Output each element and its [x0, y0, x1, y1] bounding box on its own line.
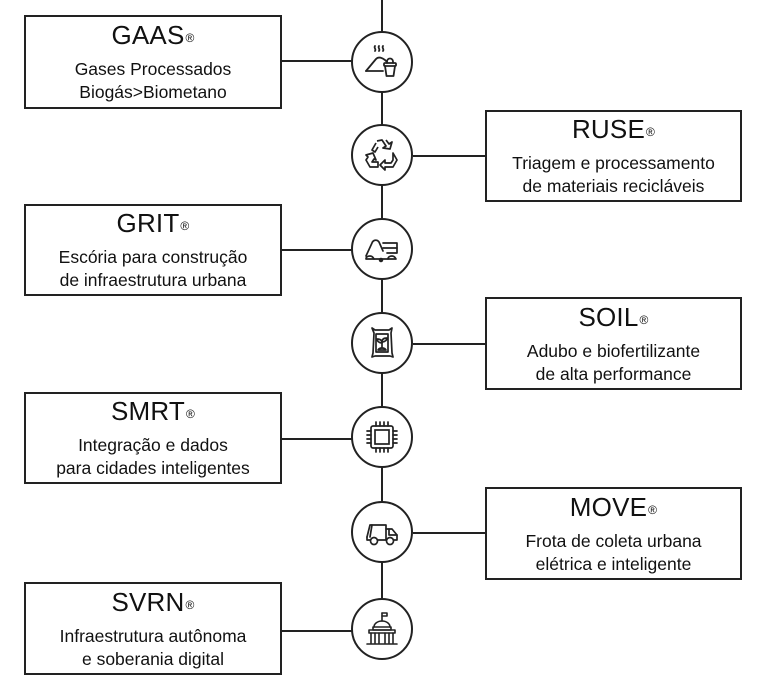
connector-soil: [413, 343, 485, 345]
description-line: para cidades inteligentes: [56, 458, 250, 478]
description-line: e soberania digital: [81, 648, 225, 669]
garbage-truck-icon: [366, 524, 398, 546]
description-line: Biogás>Biometano: [79, 82, 227, 102]
microchip-icon: [366, 421, 398, 453]
card-name: GAAS: [111, 20, 185, 50]
description-line: Integração e dados: [78, 435, 228, 455]
connector-ruse: [413, 155, 485, 157]
card-smrt: SMRT® Integração e dados para cidades int…: [24, 392, 282, 484]
registered-mark: ®: [646, 125, 656, 139]
card-name: RUSE: [571, 114, 645, 144]
registered-mark: ®: [648, 502, 658, 517]
connector-move: [413, 532, 485, 534]
node-gaas: [351, 31, 413, 93]
registered-mark: ®: [185, 597, 195, 612]
description-line: Adubo e biofertilizante: [526, 340, 701, 361]
card-ruse: RUSE® Triagem e processamento de materiai…: [485, 110, 742, 202]
registered-mark: ®: [180, 219, 190, 233]
card-description: Integração e dados para cidades inteligen…: [56, 434, 250, 480]
connector-gaas: [282, 60, 352, 62]
biogas-waste-bin-icon: [365, 45, 397, 77]
card-title: GAAS®: [111, 20, 194, 53]
slag-truck-icon: [365, 239, 398, 263]
node-smrt: [351, 406, 413, 468]
node-grit: [351, 218, 413, 280]
card-title: SMRT®: [111, 396, 195, 429]
node-move: [351, 501, 413, 563]
card-title: GRIT®: [117, 208, 190, 241]
government-building-icon: [366, 612, 398, 645]
registered-mark: ®: [639, 312, 649, 327]
card-description: Triagem e processamento de materiais reci…: [512, 152, 715, 198]
registered-mark: ®: [185, 407, 196, 421]
connector-svrn: [282, 630, 352, 632]
description-line: elétrica e inteligente: [535, 553, 692, 574]
description-line: Infraestrutura autônoma: [59, 625, 247, 646]
description-line: Gases Processados: [74, 59, 232, 79]
card-name: SOIL: [578, 301, 639, 332]
node-ruse: [351, 124, 413, 186]
description-line: de materiais recicláveis: [522, 176, 705, 196]
node-svrn: [351, 598, 413, 660]
description-line: de infraestrutura urbana: [59, 270, 247, 290]
card-name: GRIT: [116, 208, 180, 238]
card-title: MOVE®: [570, 492, 657, 525]
card-title: SOIL®: [578, 302, 648, 335]
fertilizer-bag-icon: [371, 327, 394, 358]
timeline-spine: [381, 0, 383, 606]
card-title: RUSE®: [572, 114, 655, 147]
registered-mark: ®: [185, 31, 195, 45]
description-line: Triagem e processamento: [512, 153, 715, 173]
card-grit: GRIT® Escória para construção de infraest…: [24, 204, 282, 296]
card-description: Escória para construção de infraestrutura…: [59, 246, 248, 292]
recycle-icon: [365, 139, 398, 171]
connector-grit: [282, 249, 352, 251]
description-line: Escória para construção: [58, 247, 248, 267]
node-soil: [351, 312, 413, 374]
card-title: SVRN®: [111, 587, 194, 620]
description-line: de alta performance: [535, 363, 692, 384]
description-line: Frota de coleta urbana: [525, 530, 702, 551]
card-name: MOVE: [569, 491, 648, 522]
connector-smrt: [282, 438, 352, 440]
card-name: SVRN: [111, 586, 185, 617]
card-name: SMRT: [110, 396, 185, 426]
